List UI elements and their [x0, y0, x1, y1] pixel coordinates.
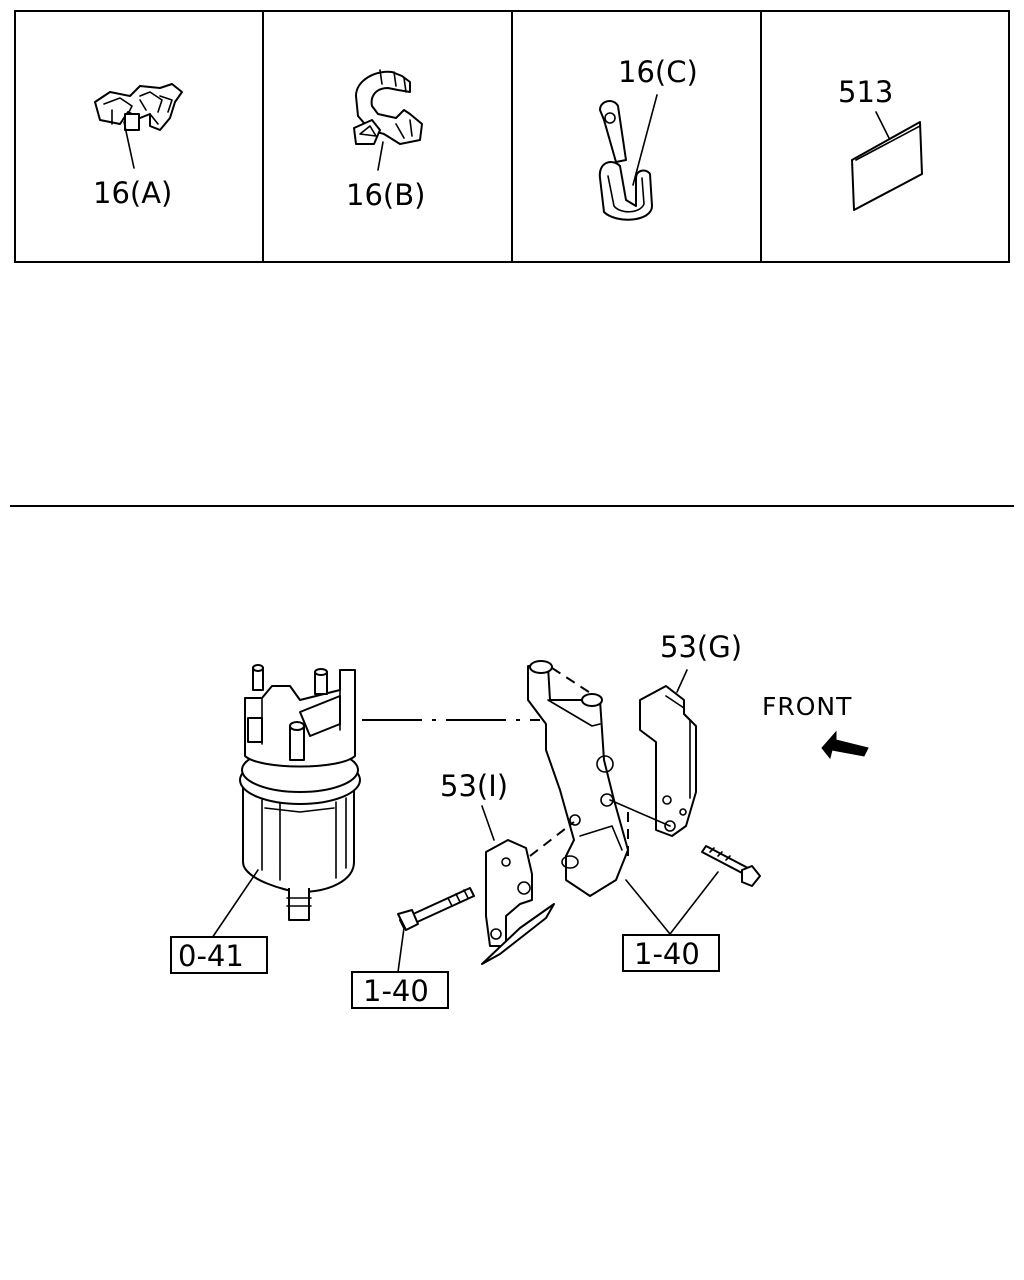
- clip-c-drawing: [598, 100, 653, 221]
- bolt-ref-right-leader-a: [625, 879, 671, 935]
- filter-ref-label: 0-41: [178, 939, 244, 973]
- clip-c-leader: [632, 94, 658, 186]
- bracket-g-connector: [609, 799, 671, 827]
- bracket-g-drawing: [639, 685, 697, 837]
- front-label: FRONT: [762, 692, 852, 721]
- main-bracket-drawing: [527, 660, 629, 897]
- plate-drawing: [851, 121, 923, 211]
- bolt-ref-left-label: 1-40: [363, 974, 429, 1008]
- bolt-ref-right-box: [622, 934, 720, 972]
- fuel-filter-drawing: [239, 664, 361, 921]
- clip-b-drawing: [353, 69, 423, 145]
- bolt-ref-right-leader-b: [669, 871, 719, 935]
- bracket-g-leader: [676, 669, 688, 693]
- bolt-ref-left-box: [351, 971, 449, 1009]
- parts-table: [14, 10, 1010, 263]
- clip-a-label: 16(A): [93, 176, 172, 210]
- bracket-i-drawing: [481, 839, 555, 965]
- bracket-g-label: 53(G): [660, 630, 742, 664]
- plate-cell: 513: [838, 75, 923, 211]
- clip-b-leader: [377, 141, 384, 171]
- clip-c-cell: 16(C): [598, 55, 698, 221]
- clip-a-cell: 16(A): [93, 83, 183, 210]
- plate-leader: [875, 111, 890, 139]
- bolt-ref-right-label: 1-40: [634, 937, 700, 971]
- front-arrow-icon: [821, 730, 869, 760]
- clip-b-cell: 16(B): [346, 69, 425, 212]
- clip-a-drawing: [94, 83, 183, 131]
- bolt-ref-left-leader: [397, 927, 405, 973]
- bolt-alignment-left: [529, 821, 575, 857]
- clip-a-leader: [123, 121, 135, 169]
- plate-label: 513: [838, 75, 893, 109]
- filter-ref-box: [170, 936, 268, 974]
- bracket-i-leader: [481, 805, 495, 841]
- clip-b-label: 16(B): [346, 178, 425, 212]
- left-bolt-drawing: [397, 887, 475, 931]
- right-bolt-drawing: [701, 845, 761, 887]
- clip-c-label: 16(C): [618, 55, 698, 89]
- bracket-i-label: 53(I): [440, 769, 508, 803]
- filter-ref-leader: [211, 869, 259, 939]
